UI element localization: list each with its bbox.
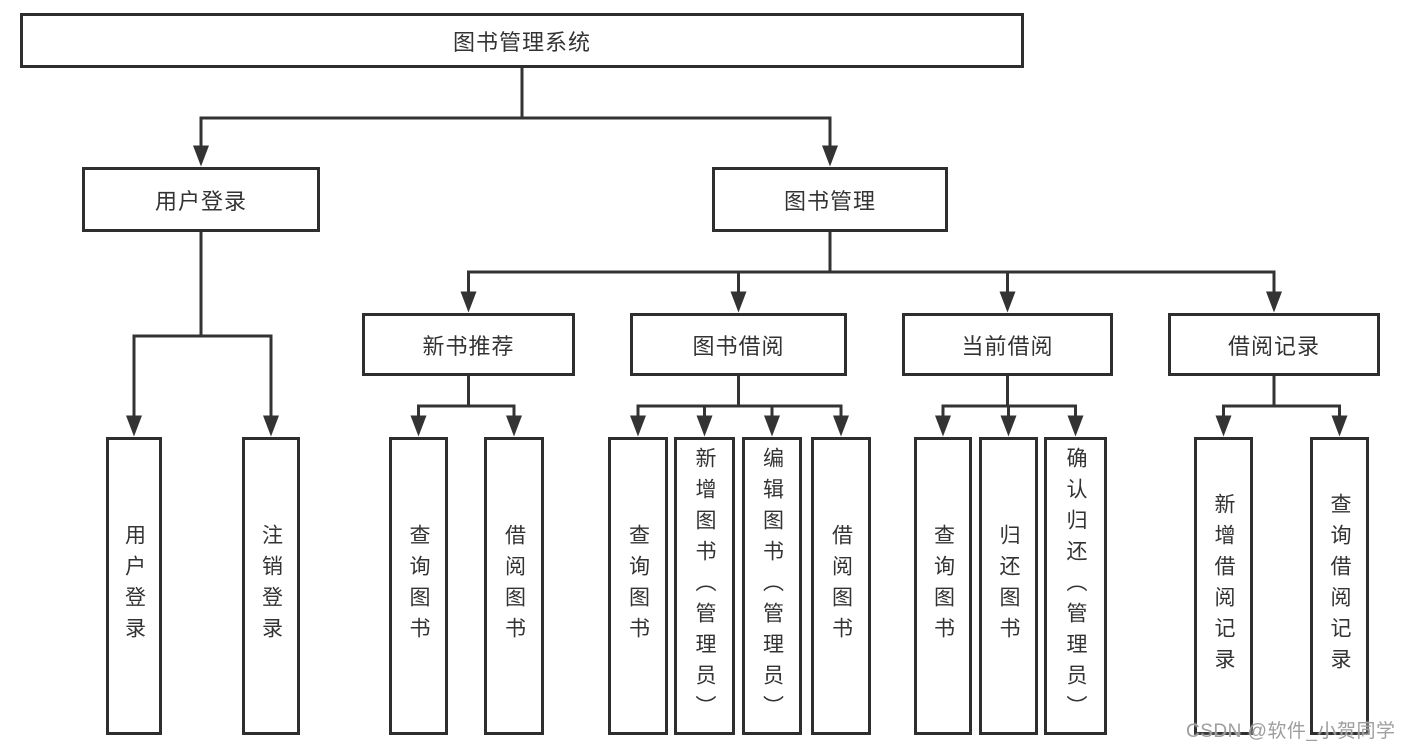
node-leaf-query-book-1: 查询图书 (389, 437, 448, 735)
connector-book-mgmt (460, 231, 1282, 313)
connector-root (193, 67, 838, 167)
node-leaf-edit-book: 编辑图书（管理员） (742, 437, 802, 735)
node-new-book-rec: 新书推荐 (362, 313, 575, 376)
node-borrow-records: 借阅记录 (1168, 313, 1380, 376)
node-leaf-add-book: 新增图书（管理员） (674, 437, 735, 735)
node-leaf-query-borrow-record: 查询借阅记录 (1310, 437, 1369, 735)
node-leaf-confirm-return: 确认归还（管理员） (1044, 437, 1107, 735)
connector-current-borrow (935, 375, 1084, 437)
node-leaf-return-book: 归还图书 (979, 437, 1038, 735)
connector-book-borrow (630, 375, 849, 437)
arrowhead-icon (460, 291, 477, 313)
node-label: 查询图书 (626, 524, 650, 648)
arrowhead-icon (999, 291, 1016, 313)
arrowhead-icon (833, 415, 849, 437)
node-label: 编辑图书（管理员） (760, 446, 784, 726)
node-book-borrow: 图书借阅 (630, 313, 847, 376)
node-label: 图书管理 (783, 188, 876, 214)
csdn-watermark: CSDN @软件_小贺同学 (1186, 721, 1396, 742)
node-label: 借阅图书 (502, 524, 526, 648)
node-current-borrow: 当前借阅 (902, 313, 1113, 376)
arrowhead-icon (764, 415, 780, 437)
node-label: 归还图书 (997, 524, 1020, 648)
arrowhead-icon (126, 415, 142, 437)
arrowhead-icon (1266, 291, 1282, 313)
node-leaf-borrow-book-1: 借阅图书 (484, 437, 544, 735)
arrowhead-icon (730, 291, 747, 313)
node-label: 当前借阅 (961, 333, 1054, 359)
node-label: 查询借阅记录 (1328, 493, 1351, 679)
node-book-mgmt: 图书管理 (712, 167, 948, 232)
node-label: 借阅图书 (829, 524, 853, 648)
node-label: 查询图书 (931, 524, 955, 648)
node-leaf-logout: 注销登录 (242, 437, 300, 735)
node-leaf-query-book-3: 查询图书 (914, 437, 972, 735)
node-leaf-user-login: 用户登录 (106, 437, 162, 735)
arrowhead-icon (1067, 415, 1084, 437)
arrowhead-icon (630, 415, 646, 437)
connector-user-login (126, 231, 279, 437)
node-label: 借阅记录 (1227, 333, 1320, 359)
node-label: 新增借阅记录 (1212, 493, 1235, 679)
node-leaf-query-book-2: 查询图书 (608, 437, 668, 735)
node-leaf-add-borrow-record: 新增借阅记录 (1194, 437, 1253, 735)
arrowhead-icon (263, 415, 279, 437)
node-label: 注销登录 (259, 524, 283, 648)
node-root: 图书管理系统 (20, 13, 1024, 68)
connector-borrow-records (1215, 375, 1348, 437)
arrowhead-icon (1331, 415, 1348, 437)
node-label: 用户登录 (122, 524, 146, 648)
node-label: 图书管理系统 (452, 29, 591, 55)
arrowhead-icon (935, 415, 951, 437)
arrowhead-icon (410, 415, 427, 437)
connector-new-book-rec (410, 375, 522, 437)
node-label: 查询图书 (407, 524, 430, 648)
node-label: 新增图书（管理员） (693, 446, 716, 726)
node-leaf-borrow-book-2: 借阅图书 (811, 437, 871, 735)
arrowhead-icon (1215, 415, 1232, 437)
node-label: 图书借阅 (692, 333, 785, 359)
arrowhead-icon (1000, 415, 1017, 437)
node-label: 新书推荐 (422, 333, 515, 359)
node-user-login: 用户登录 (82, 167, 320, 232)
node-label: 确认归还（管理员） (1064, 446, 1087, 726)
arrowhead-icon (193, 145, 209, 167)
node-label: 用户登录 (154, 188, 247, 214)
arrowhead-icon (506, 415, 522, 437)
arrowhead-icon (822, 145, 838, 167)
arrowhead-icon (696, 415, 713, 437)
